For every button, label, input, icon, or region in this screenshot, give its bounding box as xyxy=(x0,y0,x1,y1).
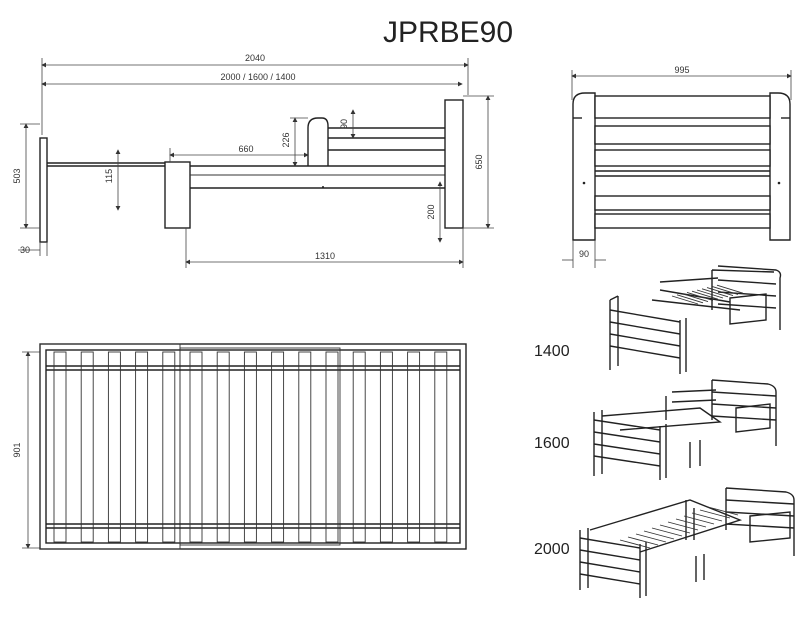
dim-board-height: 90 xyxy=(339,119,349,129)
iso-bed-2000 xyxy=(579,487,795,598)
iso-slat xyxy=(706,287,734,297)
iso-bed-1600 xyxy=(593,379,777,480)
dim-total-length: 2040 xyxy=(245,53,265,63)
side-view: 2040 2000 / 1600 / 1400 660 226 90 xyxy=(12,53,494,268)
dim-slat-height: 115 xyxy=(104,169,114,183)
slat xyxy=(434,351,448,543)
dim-width: 995 xyxy=(674,65,689,75)
slat xyxy=(53,351,67,543)
size-label-1600: 1600 xyxy=(534,435,570,452)
iso-slats-2000 xyxy=(619,506,739,549)
iso-slat xyxy=(699,509,731,519)
slat xyxy=(243,351,257,543)
slat xyxy=(162,351,176,543)
dim-frame-length: 1310 xyxy=(315,251,335,261)
dim-leg-width-end: 90 xyxy=(579,249,589,259)
slat xyxy=(271,351,285,543)
iso-slat xyxy=(627,536,659,546)
iso-slat xyxy=(635,533,667,543)
iso-slat xyxy=(643,530,675,540)
size-label-2000: 2000 xyxy=(534,541,570,558)
dim-height: 503 xyxy=(12,168,22,183)
iso-slat xyxy=(683,515,715,525)
dim-total-height: 650 xyxy=(474,154,484,169)
dim-guard-height: 226 xyxy=(281,132,291,147)
iso-slat xyxy=(691,512,723,522)
slat xyxy=(107,351,121,543)
iso-slat xyxy=(691,290,719,300)
iso-slat xyxy=(696,289,724,299)
slat xyxy=(352,351,366,543)
iso-slat xyxy=(675,518,707,528)
slat xyxy=(189,351,203,543)
slat xyxy=(379,351,393,543)
top-view: 901 xyxy=(12,343,467,550)
iso-slat xyxy=(707,506,739,516)
size-label-1400: 1400 xyxy=(534,343,570,360)
slat xyxy=(325,351,339,543)
dim-floor-clearance: 200 xyxy=(426,204,436,219)
dim-inner-length: 2000 / 1600 / 1400 xyxy=(220,72,295,82)
iso-slat xyxy=(659,524,691,534)
iso-slat xyxy=(667,521,699,531)
slat xyxy=(80,351,94,543)
iso-slat xyxy=(671,295,699,305)
slat xyxy=(135,351,149,543)
dim-extension: 660 xyxy=(238,144,253,154)
iso-slat xyxy=(619,539,651,549)
iso-slat xyxy=(651,527,683,537)
iso-slat xyxy=(686,291,714,301)
top-view-slats xyxy=(53,351,448,543)
dim-top-width: 901 xyxy=(12,442,22,457)
slat xyxy=(216,351,230,543)
iso-slat xyxy=(701,288,729,298)
iso-slat xyxy=(681,293,709,303)
dim-leg-width: 30 xyxy=(20,245,30,255)
iso-slat xyxy=(711,285,739,295)
end-view: 995 90 xyxy=(562,65,792,268)
slat xyxy=(407,351,421,543)
iso-slat xyxy=(716,284,744,294)
iso-slats-1400 xyxy=(671,284,744,305)
drawing-title: JPRBE90 xyxy=(383,16,513,49)
slat xyxy=(298,351,312,543)
iso-slat xyxy=(676,294,704,304)
iso-bed-1400 xyxy=(609,265,782,374)
